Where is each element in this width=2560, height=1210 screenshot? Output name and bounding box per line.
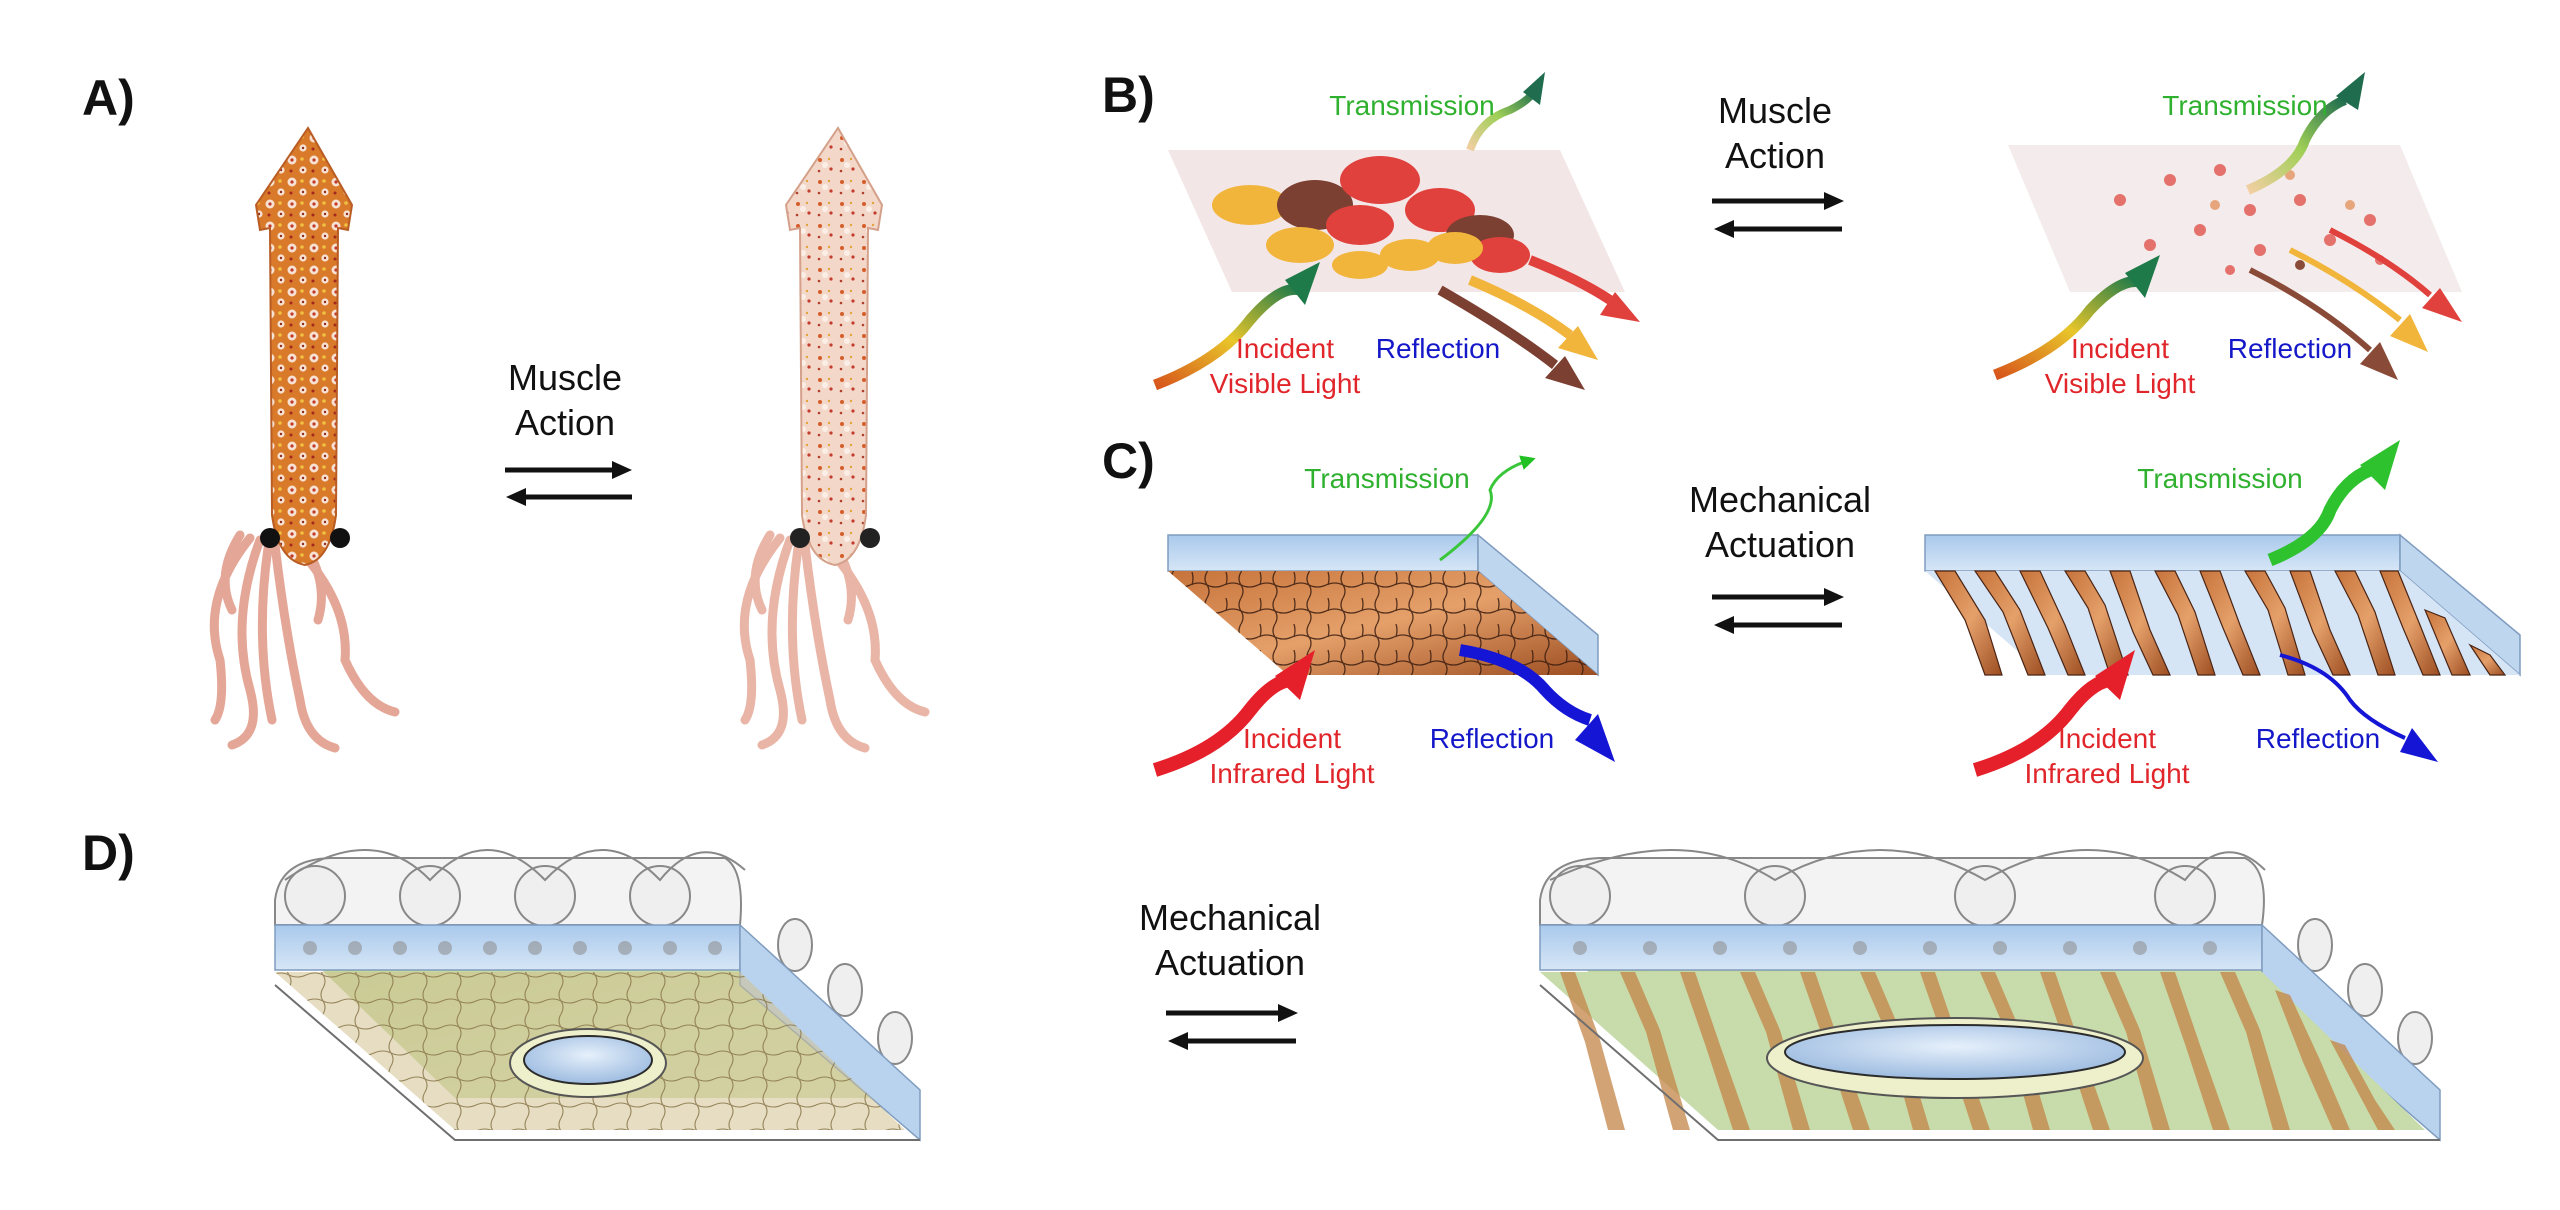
panel-b-left-incident-line1: Incident — [1236, 333, 1334, 364]
panel-b-left-reflection-label: Reflection — [1376, 333, 1501, 364]
chromatophores-contracted — [2114, 164, 2385, 275]
panel-b-action-line2: Action — [1725, 135, 1825, 176]
actuator-rollers — [1539, 849, 2433, 1065]
panel-b-left-incident-line2: Visible Light — [1210, 368, 1361, 399]
panel-c-equilibrium-arrows — [1712, 588, 1844, 634]
transmission-arrowhead — [1523, 72, 1545, 105]
panel-a-label: A) — [82, 70, 135, 126]
panel-d-right-device — [1539, 849, 2441, 1142]
panel-c: C) Transmission Incident Infrared Light … — [1102, 433, 2521, 789]
panel-c-right-incident-line1: Incident — [2058, 723, 2156, 754]
skin-sheet — [2008, 145, 2462, 292]
chromatophores-expanded — [1212, 156, 1530, 279]
brown-fragments — [1933, 570, 2507, 676]
incident-arrowhead — [2125, 255, 2160, 298]
panel-b-right-incident-line2: Visible Light — [2045, 368, 2196, 399]
squid-expanded — [209, 126, 400, 753]
tentacles-right — [739, 530, 930, 753]
panel-a-equilibrium-arrows — [505, 461, 632, 506]
panel-c-left-incident-line2: Infrared Light — [1210, 758, 1375, 789]
transmission-arrowhead — [2336, 72, 2365, 110]
panel-c-left-transmission-label: Transmission — [1304, 463, 1469, 494]
reflection-arrow — [1459, 644, 1592, 726]
incident-arrowhead — [1275, 650, 1315, 700]
transmission-arrow — [2246, 95, 2348, 195]
panel-b-label: B) — [1102, 67, 1155, 123]
panel-c-right-incident-line2: Infrared Light — [2025, 758, 2190, 789]
panel-c-right-diagram: Transmission Incident Infrared Light Ref… — [1924, 440, 2521, 789]
panel-b-action-line1: Muscle — [1718, 90, 1832, 131]
squid-expanded-body — [254, 126, 354, 567]
reflection-arrowhead-yellow — [1558, 326, 1598, 360]
reflection-arrow-red — [1528, 255, 1613, 305]
reflection-arrow-yellow — [2288, 247, 2402, 323]
squid-contracted-body — [784, 126, 884, 567]
panel-b-left-diagram: Transmission Incident Visible Light Refl… — [1153, 72, 1640, 399]
incident-arrow — [1153, 283, 1302, 391]
panel-c-action-line2: Actuation — [1705, 524, 1855, 565]
panel-b-equilibrium-arrows — [1712, 192, 1844, 238]
panel-b-left-transmission-label: Transmission — [1329, 90, 1494, 121]
panel-d-left-device — [274, 849, 921, 1142]
transmission-arrow — [2267, 463, 2373, 567]
device-lens — [1784, 1024, 2126, 1080]
panel-c-left-incident-line1: Incident — [1243, 723, 1341, 754]
squid-expanded-eye-right — [330, 528, 350, 548]
tentacles-left — [209, 530, 400, 753]
reflection-arrowhead-brown — [1545, 356, 1585, 390]
reflection-arrowhead-yellow — [2390, 314, 2428, 352]
transmission-arrow — [1439, 455, 1536, 562]
reflection-arrowhead — [1575, 714, 1615, 762]
device-front-edge — [1539, 984, 2440, 1141]
panel-d-equilibrium-arrows — [1166, 1004, 1298, 1050]
panel-b: B) — [1102, 67, 2462, 399]
panel-d: D) — [82, 825, 2441, 1142]
incident-arrow — [1972, 673, 2112, 777]
reflection-arrow-brown — [1437, 285, 1559, 369]
panel-b-right-reflection-label: Reflection — [2228, 333, 2353, 364]
panel-d-action-line1: Mechanical — [1139, 897, 1321, 938]
panel-b-right-diagram: Transmission Incident Visible Light Refl… — [1993, 72, 2462, 399]
reflection-arrowhead — [2400, 728, 2438, 762]
panel-c-right-reflection-label: Reflection — [2256, 723, 2381, 754]
incident-arrow — [1993, 276, 2142, 381]
reflection-arrowhead-red — [2422, 288, 2462, 322]
incident-arrowhead — [1285, 262, 1320, 305]
panel-c-label: C) — [1102, 433, 1155, 489]
transmission-arrowhead — [2360, 440, 2400, 490]
panel-c-action-line1: Mechanical — [1689, 479, 1871, 520]
reflection-arrow-yellow — [1468, 275, 1573, 340]
panel-d-label: D) — [82, 825, 135, 881]
device-lens — [523, 1035, 653, 1085]
reflection-arrow-red — [2328, 227, 2432, 298]
panel-c-left-diagram: Transmission Incident Infrared Light Ref… — [1152, 455, 1615, 789]
panel-a-action-line2: Action — [515, 402, 615, 443]
squid-expanded-eye-left — [260, 528, 280, 548]
cover-film-front — [1924, 534, 2401, 572]
reflection-arrow-brown — [2248, 267, 2373, 353]
cover-film-front — [1167, 534, 1479, 572]
panel-d-action-line2: Actuation — [1155, 942, 1305, 983]
reflection-arrowhead-brown — [2360, 342, 2398, 380]
panel-b-right-transmission-label: Transmission — [2162, 90, 2327, 121]
squid-contracted-eye-right — [860, 528, 880, 548]
device-front-edge — [274, 984, 920, 1141]
panel-a-action-line1: Muscle — [508, 357, 622, 398]
squid-contracted-eye-left — [790, 528, 810, 548]
device-posts — [1573, 941, 2217, 955]
reflection-arrowhead-red — [1600, 292, 1640, 322]
squid-contracted — [739, 126, 930, 753]
panel-a: A) — [82, 70, 930, 753]
incident-arrowhead — [2095, 650, 2135, 700]
crack-texture — [1168, 571, 1598, 675]
incident-arrow — [1152, 673, 1292, 777]
device-posts — [303, 941, 722, 955]
panel-c-right-transmission-label: Transmission — [2137, 463, 2302, 494]
panel-b-right-incident-line1: Incident — [2071, 333, 2169, 364]
reflection-arrow — [2279, 653, 2406, 740]
panel-c-left-reflection-label: Reflection — [1430, 723, 1555, 754]
